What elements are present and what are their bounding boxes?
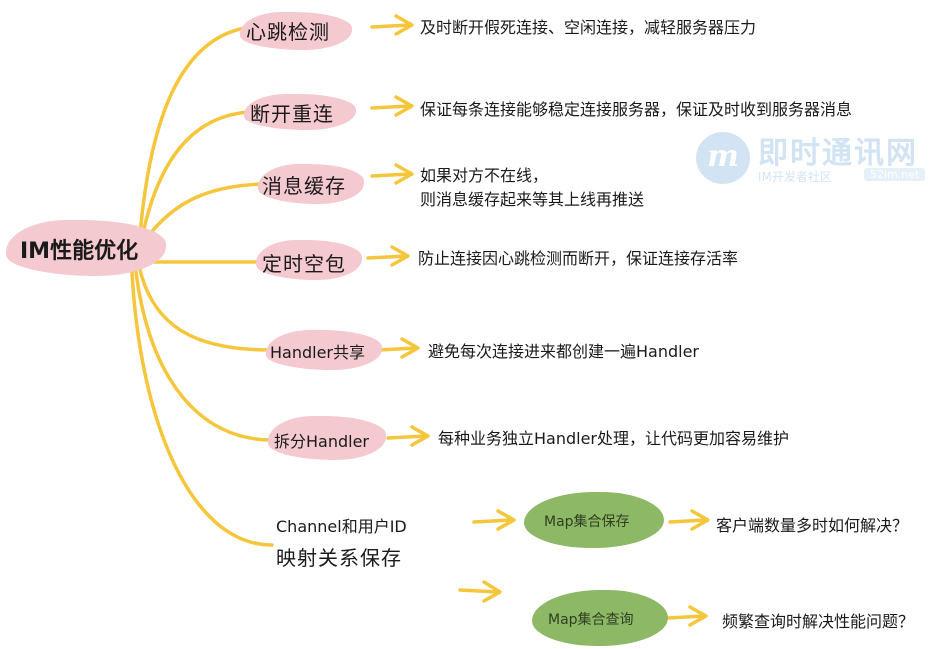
map-save-node-label: Map集合保存 <box>544 514 630 530</box>
watermark-logo-icon: m <box>696 132 750 184</box>
watermark: m 即时通讯网 IM开发者社区 52im.net <box>696 128 946 188</box>
branch-cache-label: 消息缓存 <box>262 174 346 198</box>
link-root-split-handler <box>134 270 274 442</box>
map-save-desc: 客户端数量多时如何解决？ <box>716 516 909 535</box>
branch-heartbeat-packet-label: 定时空包 <box>262 252 346 276</box>
branch-channel-map-label-line2: 映射关系保存 <box>276 546 402 570</box>
arrow-map-query-desc <box>666 605 708 627</box>
link-root-heartbeat <box>138 26 247 237</box>
watermark-subtitle: IM开发者社区 <box>758 170 832 184</box>
branch-split-handler-desc: 每种业务独立Handler处理，让代码更加容易维护 <box>438 429 790 448</box>
map-query-desc: 频繁查询时解决性能问题？ <box>722 612 915 631</box>
link-root-handler-share <box>138 268 272 352</box>
arrow-channel-to-map-save <box>472 509 516 531</box>
branch-split-handler-bg <box>268 416 386 460</box>
root-node-bg <box>6 220 166 276</box>
watermark-title: 即时通讯网 <box>758 136 918 171</box>
arrow-channel-to-map-query <box>458 580 502 603</box>
map-query-node-bg <box>532 590 668 646</box>
map-save-node-bg <box>524 492 664 548</box>
branch-cache-desc-line1: 如果对方不在线， <box>420 166 549 185</box>
arrow-map-save-desc <box>668 509 710 531</box>
branch-split-handler-label: 拆分Handler <box>274 432 370 451</box>
root-node-label: IM性能优化 <box>20 239 139 264</box>
branch-heartbeat-packet-bg <box>256 240 362 280</box>
branch-cache-bg <box>258 164 364 204</box>
arrow-heartbeat <box>370 14 414 36</box>
branch-heartbeat-label: 心跳检测 <box>246 20 330 44</box>
branch-reconnect-desc: 保证每条连接能够稳定连接服务器，保证及时收到服务器消息 <box>420 100 853 119</box>
link-root-reconnect <box>140 110 252 240</box>
branch-handler-share-label: Handler共享 <box>270 343 366 362</box>
arrow-reconnect <box>370 95 414 117</box>
branch-reconnect-label: 断开重连 <box>250 102 334 126</box>
branch-handler-share-desc: 避免每次连接进来都创建一遍Handler <box>428 342 700 361</box>
arrow-heartbeat-packet <box>366 245 410 267</box>
map-query-node-label: Map集合查询 <box>548 612 634 628</box>
branch-heartbeat-desc: 及时断开假死连接、空闲连接，减轻服务器压力 <box>420 18 757 37</box>
branch-handler-share-bg <box>266 330 382 370</box>
arrow-split-handler <box>386 425 430 447</box>
branch-channel-map-label-line1: Channel和用户ID <box>276 517 407 536</box>
arrow-handler-share <box>376 337 420 359</box>
branch-heartbeat-bg <box>240 12 352 50</box>
watermark-url: 52im.net <box>864 168 926 181</box>
branch-heartbeat-packet-desc: 防止连接因心跳检测而断开，保证连接存活率 <box>418 249 739 268</box>
branch-reconnect-bg <box>244 94 356 130</box>
arrow-cache <box>370 163 414 185</box>
branch-cache-desc-line2: 则消息缓存起来等其上线再推送 <box>420 190 645 209</box>
link-root-channel-map <box>130 270 274 547</box>
link-root-cache <box>143 182 264 242</box>
